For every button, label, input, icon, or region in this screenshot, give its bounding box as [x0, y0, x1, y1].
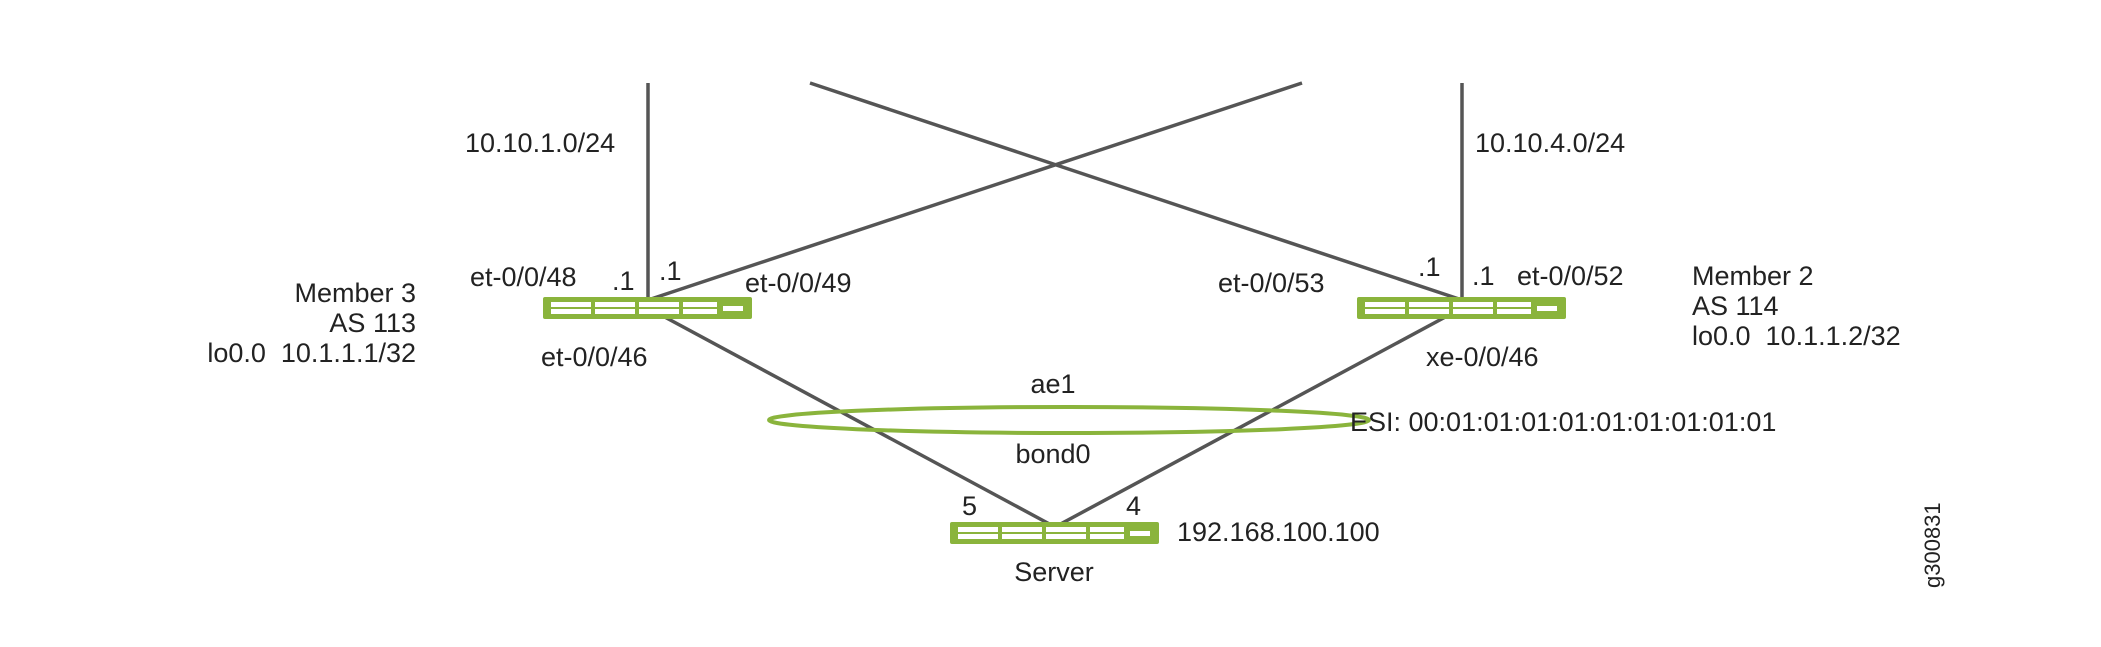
- member2-cross-address: .1: [1418, 252, 1441, 282]
- member3-cross-interface: et-0/0/49: [745, 268, 852, 298]
- member2-uplink-address: .1: [1472, 261, 1495, 291]
- member2-downlink-interface: xe-0/0/46: [1426, 342, 1539, 372]
- lag-ellipse: [767, 405, 1371, 435]
- server-port-right: 4: [1126, 491, 1141, 521]
- esi-label: ESI: 00:01:01:01:01:01:01:01:01:01: [1350, 407, 1776, 437]
- member2-as: AS 114: [1692, 291, 1779, 321]
- link-member3-server: [647, 306, 1056, 529]
- member2-uplink-interface: et-0/0/52: [1517, 261, 1624, 291]
- member2-switch[interactable]: [1357, 297, 1566, 319]
- lag-server-side-label: bond0: [1015, 439, 1090, 469]
- link-member2-server: [1054, 306, 1463, 529]
- server-port-left: 5: [962, 491, 977, 521]
- member3-uplink-address: .1: [612, 266, 635, 296]
- server-ip-label: 192.168.100.100: [1177, 517, 1380, 547]
- member3-downlink-interface: et-0/0/46: [541, 342, 648, 372]
- subnet-right-label: 10.10.4.0/24: [1475, 128, 1625, 158]
- member3-switch[interactable]: [543, 297, 752, 319]
- subnet-left-label: 10.10.1.0/24: [465, 128, 615, 158]
- member3-uplink-interface: et-0/0/48: [470, 262, 577, 292]
- lag-switch-side-label: ae1: [1030, 369, 1075, 399]
- member2-loopback: lo0.0 10.1.1.2/32: [1692, 321, 1901, 351]
- member2-name: Member 2: [1692, 261, 1814, 291]
- link-cross-to-member2: [809, 81, 1463, 302]
- member2-cross-interface: et-0/0/53: [1218, 268, 1325, 298]
- server-device[interactable]: [950, 522, 1159, 544]
- member3-name: Member 3: [294, 278, 416, 308]
- link-cross-to-member3: [647, 81, 1303, 302]
- member3-loopback: lo0.0 10.1.1.1/32: [207, 338, 416, 368]
- figure-id: g300831: [1920, 502, 1945, 588]
- server-name-label: Server: [1014, 557, 1094, 587]
- member3-as: AS 113: [329, 308, 416, 338]
- member3-cross-address: .1: [659, 256, 682, 286]
